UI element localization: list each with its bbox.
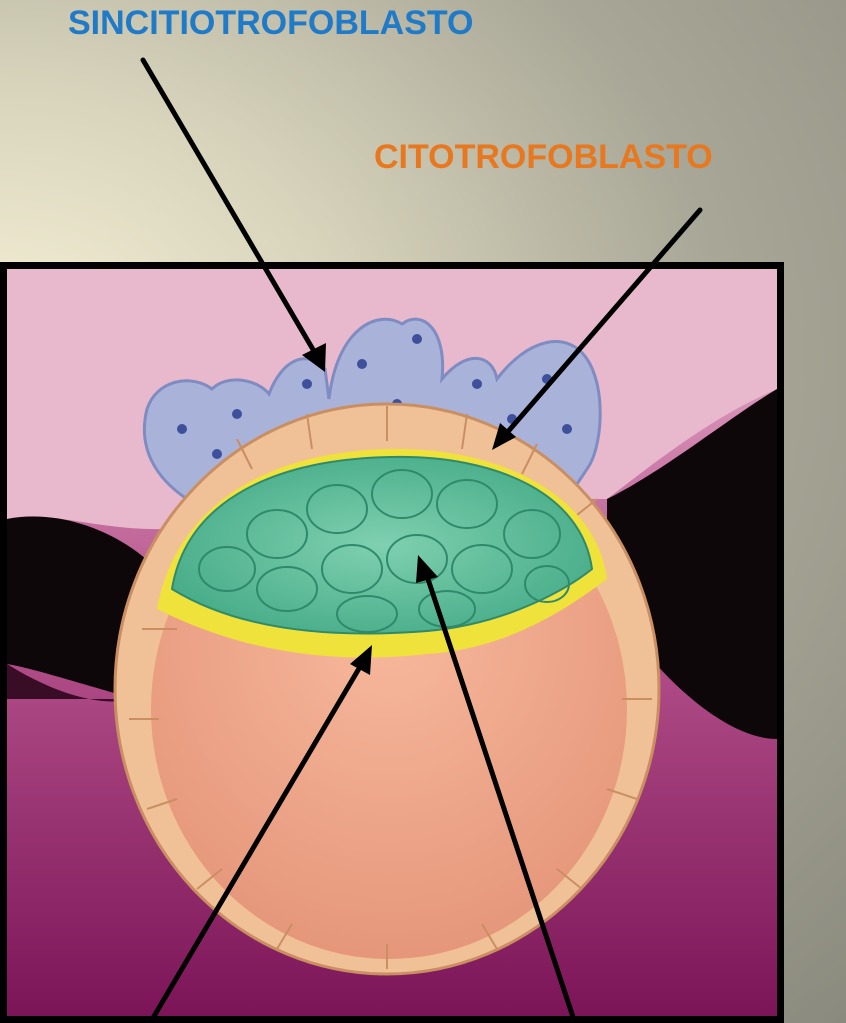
- blastocyst-illustration-frame: [0, 262, 784, 1023]
- label-syncytiotrophoblast: SINCITIOTROFOBLASTO: [68, 4, 473, 43]
- blastocyst-illustration: [7, 269, 777, 1016]
- label-cytotrophoblast: CITOTROFOBLASTO: [374, 138, 713, 177]
